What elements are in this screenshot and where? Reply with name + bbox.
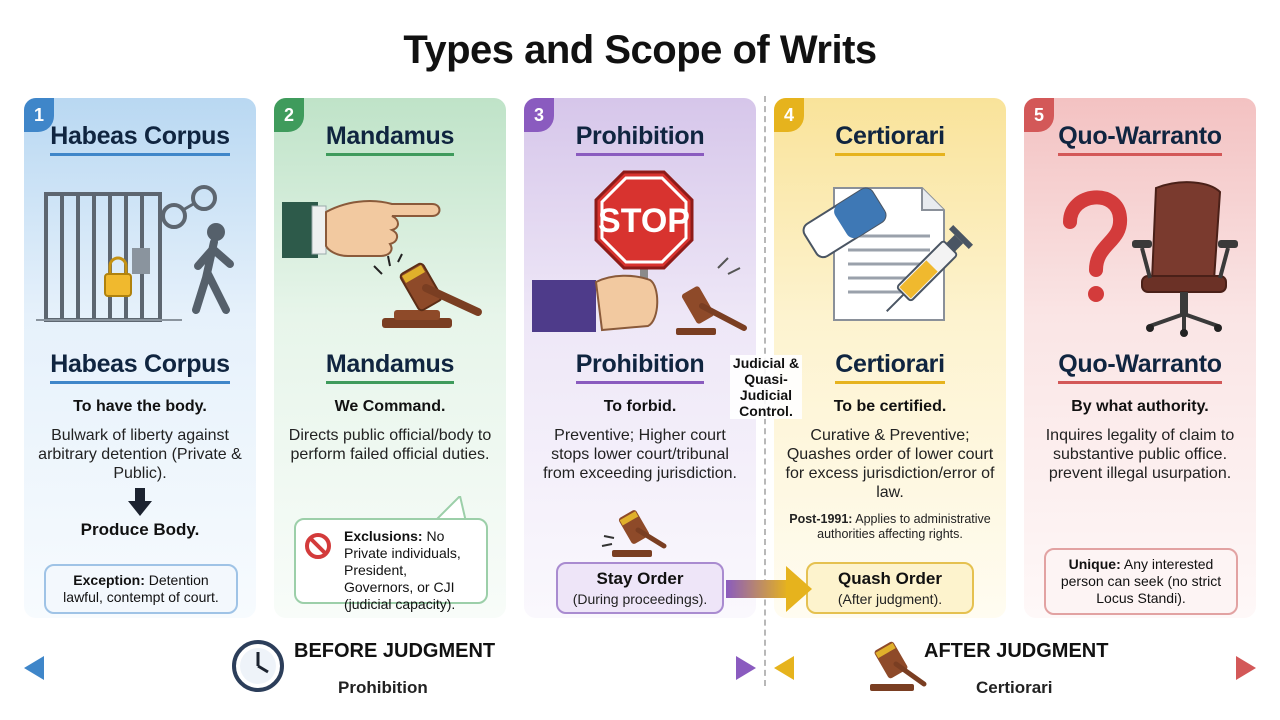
prohibition-illustration: STOP	[532, 170, 747, 335]
card-heading-text: Prohibition	[575, 122, 705, 156]
gavel-icon	[676, 257, 747, 335]
card-subheading: Mandamus	[274, 350, 506, 384]
lock-icon	[104, 256, 132, 297]
card-heading: Prohibition	[524, 122, 756, 156]
after-judgment-label: AFTER JUDGMENT	[924, 640, 1109, 662]
card-heading-text: Habeas Corpus	[50, 122, 230, 156]
card-subheading-text: Habeas Corpus	[50, 350, 230, 384]
card-heading-text: Certiorari	[835, 122, 945, 156]
before-judgment-sub: Prohibition	[338, 678, 428, 697]
quash-order-box: Quash Order (After judgment).	[806, 562, 974, 614]
card-number-badge: 3	[524, 98, 554, 132]
card-number-badge: 1	[24, 98, 54, 132]
card-subheading-text: Certiorari	[835, 350, 945, 384]
hand-holding-sign	[532, 274, 659, 332]
jail-illustration	[36, 185, 234, 322]
gavel-icon	[373, 253, 482, 328]
quash-order-sub: (After judgment).	[837, 591, 943, 607]
question-mark-icon	[1063, 190, 1127, 302]
card-description: Directs public official/body to perform …	[288, 427, 492, 463]
handcuffs-icon	[161, 185, 217, 229]
eraser-icon	[802, 187, 887, 259]
prohibited-icon	[305, 533, 331, 559]
card-subheading-text: Mandamus	[325, 350, 454, 384]
card-heading-text: Mandamus	[325, 122, 454, 156]
gavel-icon	[870, 641, 927, 691]
card-subheading: Prohibition	[524, 350, 756, 384]
card-heading: Certiorari	[774, 122, 1006, 156]
office-chair-icon	[1132, 181, 1238, 337]
stay-order-label: Stay Order	[596, 569, 684, 588]
card-description: Preventive; Higher court stops lower cou…	[543, 427, 737, 482]
gavel-icon	[601, 510, 667, 557]
card-certiorari: 4 Certiorari Certior	[774, 98, 1006, 618]
certiorari-illustration	[802, 187, 974, 321]
post-1991-text: Applies to administrative authorities af…	[817, 512, 991, 541]
exclusions-text: No Private individuals, President, Gover…	[344, 528, 461, 612]
arrow-down-icon	[128, 488, 152, 516]
card-subheading: Habeas Corpus	[24, 350, 256, 384]
card-mandamus: 2 Mandamus Mandamus We Command. Directs …	[274, 98, 506, 618]
card-number-badge: 2	[274, 98, 304, 132]
bubble-tail	[434, 496, 468, 522]
card-meaning: We Command.	[334, 398, 446, 415]
card-subheading: Quo-Warranto	[1024, 350, 1256, 384]
exception-text: Detention lawful, contempt of court.	[63, 572, 219, 605]
card-description: Curative & Preventive; Quashes order of …	[785, 427, 995, 501]
post-1991-label: Post-1991:	[789, 512, 853, 526]
card-meaning: To have the body.	[73, 398, 207, 415]
stay-order-sub: (During proceedings).	[572, 591, 708, 607]
quash-order-label: Quash Order	[838, 569, 942, 588]
card-meaning: To forbid.	[603, 398, 677, 415]
exception-bubble: Exception: Detention lawful, contempt of…	[44, 564, 238, 614]
unique-text: Any interested person can seek (no stric…	[1060, 556, 1222, 606]
card-number-badge: 5	[1024, 98, 1054, 132]
card-subheading-text: Prohibition	[575, 350, 705, 384]
exclusions-label: Exclusions:	[344, 528, 423, 544]
jail-icon	[36, 192, 182, 322]
exception-label: Exception:	[73, 572, 145, 588]
card-heading: Mandamus	[274, 122, 506, 156]
card-habeas-corpus: 1 Habeas Corpus Habeas Corpus To hav	[24, 98, 256, 618]
post-1991-note: Post-1991: Applies to administrative aut…	[778, 512, 1002, 542]
unique-label: Unique:	[1068, 556, 1121, 572]
clock-icon	[232, 640, 284, 692]
card-heading-text: Quo-Warranto	[1058, 122, 1222, 156]
card-result: Produce Body.	[80, 520, 200, 539]
page-title: Types and Scope of Writs	[403, 28, 877, 72]
walking-person-icon	[192, 223, 234, 314]
card-number-badge: 4	[774, 98, 804, 132]
card-subheading-text: Quo-Warranto	[1058, 350, 1222, 384]
exclusions-bubble: Exclusions: No Private individuals, Pres…	[294, 518, 488, 612]
stop-sign-icon: STOP	[594, 170, 694, 316]
unique-bubble: Unique: Any interested person can seek (…	[1044, 548, 1238, 615]
stop-sign-text: STOP	[598, 202, 690, 240]
card-description: Bulwark of liberty against arbitrary det…	[38, 427, 242, 482]
after-judgment-sub: Certiorari	[976, 678, 1053, 697]
card-meaning: By what authority.	[1071, 398, 1209, 415]
mandamus-illustration	[282, 200, 482, 328]
stay-order-box: Stay Order (During proceedings).	[556, 562, 724, 614]
card-meaning: To be certified.	[833, 398, 947, 415]
card-description: Inquires legality of claim to substantiv…	[1045, 427, 1235, 482]
pointing-hand-icon	[282, 200, 441, 258]
quo-warranto-illustration	[1063, 181, 1238, 337]
card-subheading: Certiorari	[774, 350, 1006, 384]
card-quo-warranto: 5 Quo-Warranto Quo-Warranto By what auth…	[1024, 98, 1256, 618]
card-prohibition: 3 Prohibition STOP Prohibition To forbid…	[524, 98, 756, 618]
card-heading: Habeas Corpus	[24, 122, 256, 156]
card-heading: Quo-Warranto	[1024, 122, 1256, 156]
judicial-control-label: Judicial & Quasi-Judicial Control.	[730, 355, 802, 419]
before-judgment-label: BEFORE JUDGMENT	[294, 640, 496, 662]
